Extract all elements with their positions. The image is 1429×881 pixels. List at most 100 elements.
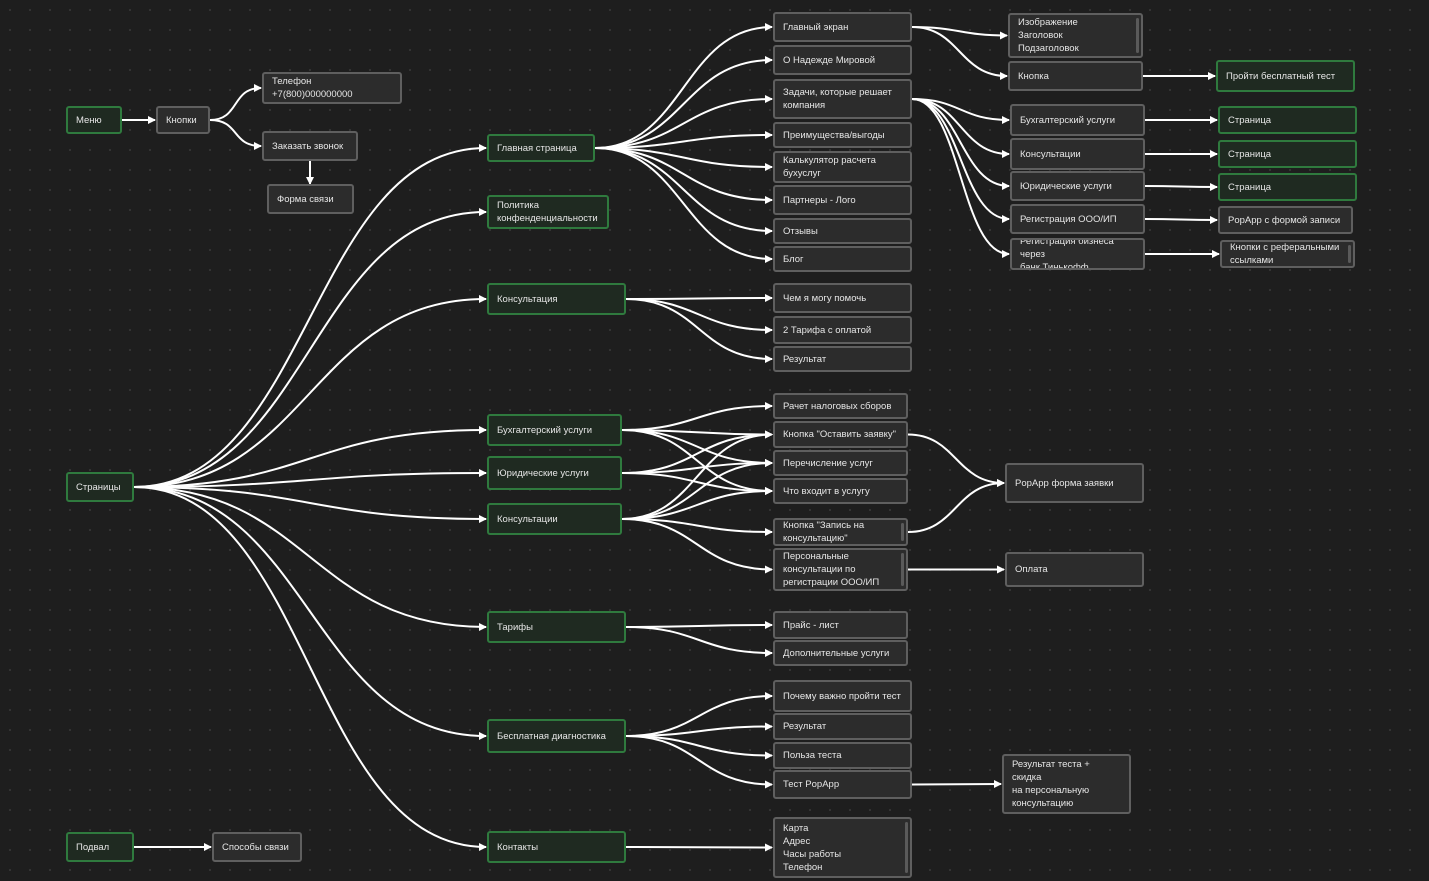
edge-m-tasks-to-t-cons: [911, 98, 1010, 158]
edge-main-to-m-tasks: [594, 95, 773, 149]
node-s-tax[interactable]: Рачет налоговых сборов: [773, 393, 908, 419]
edge-pages-to-consult: [133, 295, 487, 488]
edge-s-book-to-popup-form: [907, 479, 1005, 533]
edge-acc-to-s-leave: [621, 429, 773, 439]
node-hero-btn[interactable]: Кнопка: [1008, 61, 1143, 91]
edge-pages-to-diag: [133, 486, 487, 740]
edge-pages-to-acc: [133, 426, 487, 488]
node-s-personal[interactable]: Персональные консультации по регистрации…: [773, 548, 908, 591]
node-d-result[interactable]: Результат: [773, 713, 912, 740]
edge-consults-to-s-list: [621, 459, 773, 520]
node-popup-form[interactable]: PopApp форма заявки: [1005, 463, 1144, 503]
node-d-benefit[interactable]: Польза теста: [773, 742, 912, 769]
edge-diag-to-d-result: [625, 722, 773, 737]
edge-m-screen-to-hero-btn: [911, 26, 1008, 80]
edge-consults-to-s-leave: [621, 430, 773, 520]
node-t-cons[interactable]: Консультации: [1010, 138, 1145, 170]
node-m-screen[interactable]: Главный экран: [773, 12, 912, 42]
node-menu[interactable]: Меню: [66, 106, 122, 134]
edge-m-tasks-to-t-bank: [911, 98, 1010, 258]
node-m-calc[interactable]: Калькулятор расчета бухуслуг: [773, 151, 912, 183]
edge-s-leave-to-popup-form: [907, 433, 1005, 487]
node-acc[interactable]: Бухгалтерский услуги: [487, 414, 622, 446]
edge-pages-to-contacts: [133, 486, 487, 851]
node-p3[interactable]: Страница: [1218, 173, 1357, 201]
edge-t-jur-to-p3: [1144, 182, 1218, 191]
node-t-bank[interactable]: Регистрация бизнеса через банк Тинькофф: [1010, 238, 1145, 270]
node-free-test[interactable]: Пройти бесплатный тест: [1216, 60, 1355, 92]
node-t-reg[interactable]: Регистрация ООО/ИП: [1010, 204, 1145, 234]
node-main[interactable]: Главная страница: [487, 134, 595, 162]
edge-m-tasks-to-t-jur: [911, 98, 1010, 190]
node-s-incl[interactable]: Что входит в услугу: [773, 478, 908, 504]
edge-consult-to-c-tariffs: [625, 298, 773, 334]
node-d-why[interactable]: Почему важно пройти тест: [773, 680, 912, 712]
node-contactform[interactable]: Форма связи: [267, 184, 354, 214]
edge-main-to-m-about: [594, 56, 773, 149]
node-jur[interactable]: Юридические услуги: [487, 456, 622, 490]
edge-contacts-to-ct-info: [625, 843, 773, 852]
node-m-tasks[interactable]: Задачи, которые решает компания: [773, 79, 912, 119]
node-hero[interactable]: Изображение Заголовок Подзаголовок: [1008, 13, 1143, 58]
edge-pages-to-tariffs: [133, 486, 487, 631]
node-t-jur[interactable]: Юридические услуги: [1010, 171, 1145, 201]
edge-main-to-m-partners: [594, 147, 773, 204]
node-m-partners[interactable]: Партнеры - Лого: [773, 185, 912, 215]
node-s-book[interactable]: Кнопка "Запись на консультацию": [773, 518, 908, 546]
node-c-help[interactable]: Чем я могу помочь: [773, 283, 912, 313]
edge-tariffs-to-tr-extra: [625, 626, 773, 657]
node-m-adv[interactable]: Преимущества/выгоды: [773, 122, 912, 148]
node-tariffs[interactable]: Тарифы: [487, 611, 626, 643]
edge-pages-to-consults: [133, 486, 487, 523]
node-callback[interactable]: Заказать звонок: [262, 131, 358, 161]
node-m-about[interactable]: О Надежде Мировой: [773, 45, 912, 75]
edge-tariffs-to-tr-price: [625, 621, 773, 630]
node-phone[interactable]: Телефон +7(800)000000000: [262, 72, 402, 104]
node-footer[interactable]: Подвал: [66, 832, 134, 862]
edge-d-test-to-d-discount: [911, 780, 1002, 789]
node-s-leave[interactable]: Кнопка "Оставить заявку": [773, 421, 908, 448]
node-ct-info[interactable]: Карта Адрес Часы работы Телефон: [773, 817, 912, 878]
node-diag[interactable]: Бесплатная диагностика: [487, 719, 626, 753]
node-payment[interactable]: Оплата: [1005, 552, 1144, 587]
edge-diag-to-d-why: [625, 692, 773, 737]
edge-consult-to-c-help: [625, 294, 773, 303]
edge-main-to-m-adv: [594, 131, 773, 149]
edge-diag-to-d-test: [625, 735, 773, 789]
edge-pages-to-privacy: [133, 208, 487, 488]
edge-m-screen-to-hero: [911, 26, 1008, 40]
node-contacts[interactable]: Контакты: [487, 831, 626, 863]
node-m-reviews[interactable]: Отзывы: [773, 218, 912, 244]
edge-m-tasks-to-t-reg: [911, 98, 1010, 223]
node-t-acc[interactable]: Бухгалтерский услуги: [1010, 104, 1145, 136]
node-buttons[interactable]: Кнопки: [156, 106, 210, 134]
edge-acc-to-s-list: [621, 429, 773, 467]
edge-jur-to-s-list: [621, 459, 773, 474]
node-tr-extra[interactable]: Дополнительные услуги: [773, 640, 908, 666]
node-d-discount[interactable]: Результат теста + скидка на персональную…: [1002, 754, 1131, 814]
node-privacy[interactable]: Политика конфенденциальности: [487, 195, 609, 229]
edge-main-to-m-screen: [594, 23, 773, 149]
node-popup-reg[interactable]: PopApp с формой записи: [1218, 206, 1353, 234]
node-pages[interactable]: Страницы: [66, 472, 134, 502]
node-c-tariffs[interactable]: 2 Тарифа с оплатой: [773, 316, 912, 344]
node-consults[interactable]: Консультации: [487, 503, 622, 535]
node-ref-btns[interactable]: Кнопки с реферальными ссылками: [1220, 240, 1355, 268]
node-consult[interactable]: Консультация: [487, 283, 626, 315]
edge-pages-to-jur: [133, 469, 487, 488]
edge-buttons-to-phone: [209, 84, 262, 121]
node-p1[interactable]: Страница: [1218, 106, 1357, 134]
node-contactways[interactable]: Способы связи: [212, 832, 302, 862]
node-m-blog[interactable]: Блог: [773, 246, 912, 272]
edge-main-to-m-blog: [594, 147, 773, 263]
node-p2[interactable]: Страница: [1218, 140, 1357, 168]
node-s-list[interactable]: Перечисление услуг: [773, 450, 908, 476]
node-d-test[interactable]: Тест PopApp: [773, 770, 912, 799]
node-tr-price[interactable]: Прайс - лист: [773, 611, 908, 639]
node-c-result[interactable]: Результат: [773, 346, 912, 372]
edge-buttons-to-callback: [209, 119, 262, 150]
edge-consults-to-s-incl: [621, 487, 773, 520]
edge-acc-to-s-tax: [621, 402, 773, 431]
